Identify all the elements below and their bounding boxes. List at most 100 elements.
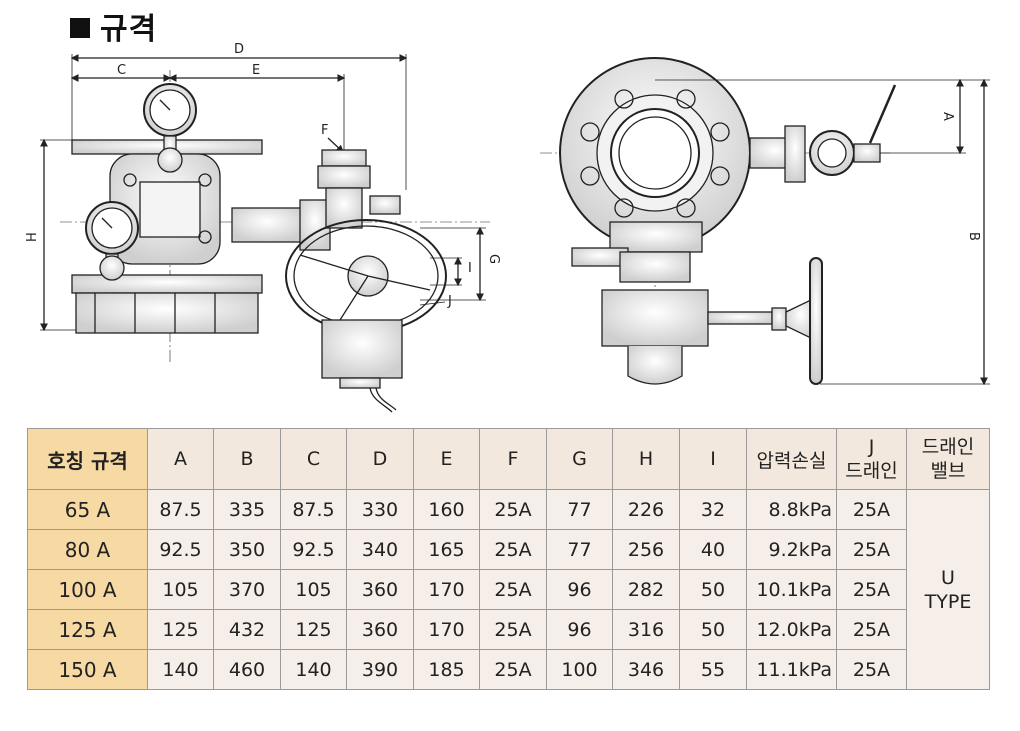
dim-label-d: D bbox=[234, 42, 244, 57]
cell: 25A bbox=[836, 569, 907, 610]
row-name: 80 A bbox=[27, 529, 148, 570]
spec-table: 호칭 규격 A B C D E F G H I 압력손실 J 드래인 드래인 밸… bbox=[27, 428, 990, 690]
cell: 77 bbox=[546, 529, 613, 570]
header-col: E bbox=[413, 428, 480, 490]
cell: 96 bbox=[546, 609, 613, 650]
merged-line1: U bbox=[941, 566, 955, 589]
header-col: G bbox=[546, 428, 613, 490]
cell: 226 bbox=[612, 489, 680, 530]
cell: 370 bbox=[213, 569, 281, 610]
cell: 25A bbox=[479, 489, 547, 530]
table-row: 125 A 125 432 125 360 170 25A 96 316 50 … bbox=[27, 609, 990, 650]
header-col: A bbox=[147, 428, 214, 490]
cell: 170 bbox=[413, 609, 480, 650]
cell: 335 bbox=[213, 489, 281, 530]
dim-label-a: A bbox=[940, 112, 955, 121]
table-row: 100 A 105 370 105 360 170 25A 96 282 50 … bbox=[27, 569, 990, 610]
cell: 390 bbox=[346, 649, 414, 690]
cell: 8.8kPa bbox=[746, 489, 837, 530]
cell: 165 bbox=[413, 529, 480, 570]
cell: 360 bbox=[346, 569, 414, 610]
cell: 140 bbox=[280, 649, 347, 690]
cell: 50 bbox=[679, 569, 747, 610]
cell: 50 bbox=[679, 609, 747, 650]
cell: 160 bbox=[413, 489, 480, 530]
header-col: 압력손실 bbox=[746, 428, 837, 490]
row-name: 150 A bbox=[27, 649, 148, 690]
dim-label-g: G bbox=[486, 254, 501, 264]
dim-label-e: E bbox=[252, 63, 260, 78]
table-header-row: 호칭 규격 A B C D E F G H I 압력손실 J 드래인 드래인 밸… bbox=[27, 428, 990, 490]
cell: 350 bbox=[213, 529, 281, 570]
cell: 170 bbox=[413, 569, 480, 610]
cell: 125 bbox=[280, 609, 347, 650]
cell: 100 bbox=[546, 649, 613, 690]
cell: 11.1kPa bbox=[746, 649, 837, 690]
cell: 105 bbox=[280, 569, 347, 610]
cell: 330 bbox=[346, 489, 414, 530]
cell: 87.5 bbox=[280, 489, 347, 530]
cell: 25A bbox=[836, 609, 907, 650]
header-col: C bbox=[280, 428, 347, 490]
cell: 77 bbox=[546, 489, 613, 530]
dim-label-c: C bbox=[117, 63, 126, 78]
header-col: H bbox=[612, 428, 680, 490]
row-name: 125 A bbox=[27, 609, 148, 650]
header-last-line2: 밸브 bbox=[930, 460, 966, 482]
header-col: D bbox=[346, 428, 414, 490]
table-row: 80 A 92.5 350 92.5 340 165 25A 77 256 40… bbox=[27, 529, 990, 570]
cell: 32 bbox=[679, 489, 747, 530]
square-bullet-icon bbox=[70, 17, 90, 38]
cell: 25A bbox=[479, 529, 547, 570]
merged-line2: TYPE bbox=[924, 590, 972, 613]
header-j-line2: 드래인 bbox=[845, 460, 898, 482]
cell: 140 bbox=[147, 649, 214, 690]
header-col: I bbox=[679, 428, 747, 490]
cell: 316 bbox=[612, 609, 680, 650]
cell: 25A bbox=[836, 489, 907, 530]
header-col: B bbox=[213, 428, 281, 490]
header-name: 호칭 규격 bbox=[27, 428, 148, 490]
cell: 25A bbox=[836, 529, 907, 570]
cell: 92.5 bbox=[147, 529, 214, 570]
table-row: 65 A 87.5 335 87.5 330 160 25A 77 226 32… bbox=[27, 489, 990, 690]
cell: 460 bbox=[213, 649, 281, 690]
cell: 25A bbox=[479, 649, 547, 690]
cell: 55 bbox=[679, 649, 747, 690]
cell: 185 bbox=[413, 649, 480, 690]
cell: 25A bbox=[479, 569, 547, 610]
table-row: 150 A 140 460 140 390 185 25A 100 346 55… bbox=[27, 649, 990, 690]
cell: 105 bbox=[147, 569, 214, 610]
cell: 282 bbox=[612, 569, 680, 610]
cell: 340 bbox=[346, 529, 414, 570]
header-j-line1: J bbox=[868, 436, 875, 458]
dim-label-b: B bbox=[966, 232, 981, 241]
dim-label-i: I bbox=[468, 261, 472, 276]
header-col-drain-valve: 드래인 밸브 bbox=[906, 428, 990, 490]
cell: 87.5 bbox=[147, 489, 214, 530]
cell: 256 bbox=[612, 529, 680, 570]
cell: 40 bbox=[679, 529, 747, 570]
valve-drawing: D C E F H I G J A B bbox=[25, 42, 990, 413]
header-col: F bbox=[479, 428, 547, 490]
header-col-j: J 드래인 bbox=[836, 428, 907, 490]
cell: 25A bbox=[479, 609, 547, 650]
merged-type-cell: U TYPE bbox=[906, 489, 990, 690]
cell: 125 bbox=[147, 609, 214, 650]
dim-label-j: J bbox=[447, 294, 452, 309]
dim-label-h: H bbox=[25, 232, 40, 242]
cell: 92.5 bbox=[280, 529, 347, 570]
cell: 12.0kPa bbox=[746, 609, 837, 650]
row-name: 100 A bbox=[27, 569, 148, 610]
row-name: 65 A bbox=[27, 489, 148, 530]
cell: 10.1kPa bbox=[746, 569, 837, 610]
cell: 96 bbox=[546, 569, 613, 610]
dim-label-f: F bbox=[321, 123, 328, 138]
cell: 9.2kPa bbox=[746, 529, 837, 570]
cell: 360 bbox=[346, 609, 414, 650]
header-last-line1: 드래인 bbox=[921, 436, 975, 458]
section-title-text: 규격 bbox=[100, 12, 158, 47]
cell: 25A bbox=[836, 649, 907, 690]
cell: 432 bbox=[213, 609, 281, 650]
cell: 346 bbox=[612, 649, 680, 690]
